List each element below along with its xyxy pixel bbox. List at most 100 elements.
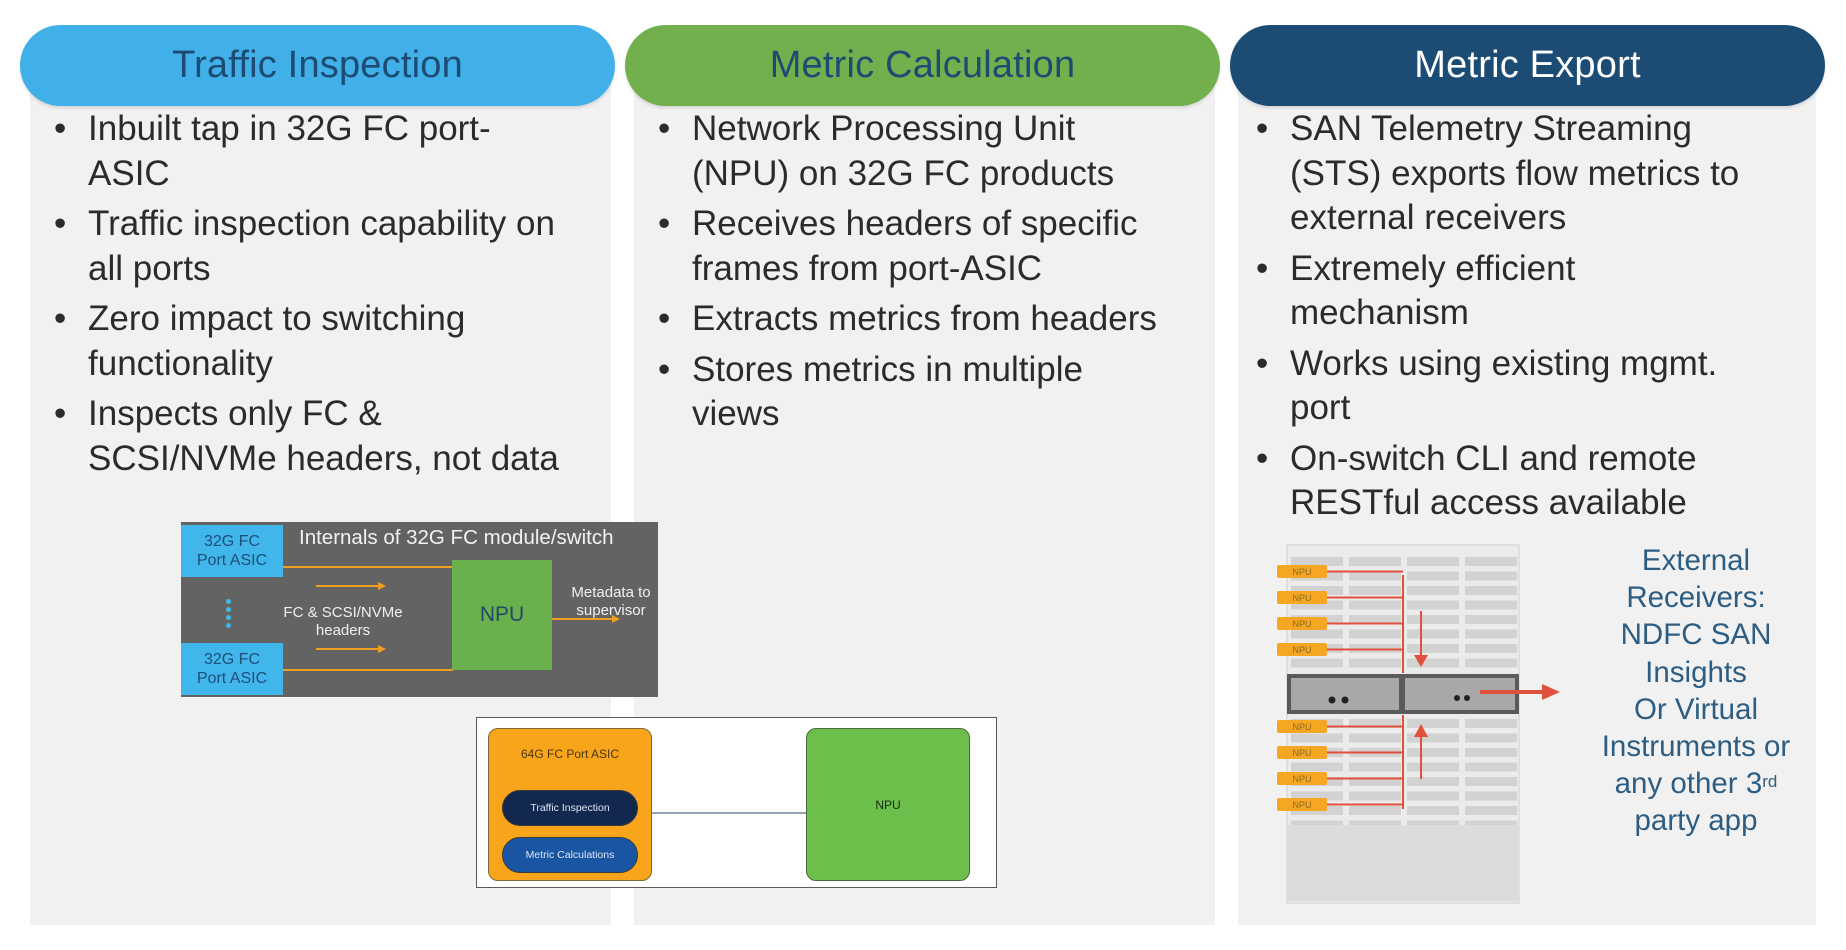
bullet-line: SCSI/NVMe headers, not data xyxy=(88,438,559,478)
headers-label: FC & SCSI/NVMe headers xyxy=(273,604,413,640)
asic-top-line-2: Port ASIC xyxy=(196,552,268,569)
npu-tag xyxy=(1277,720,1327,733)
header-arrow-bottom-icon xyxy=(316,645,386,653)
port-block xyxy=(1465,791,1517,801)
port-block xyxy=(1407,571,1459,581)
ext-line: Receivers: xyxy=(1626,581,1766,615)
port-led xyxy=(1328,696,1336,704)
npu-block: NPU xyxy=(452,560,552,670)
port-block xyxy=(1349,557,1401,566)
bullet-line: (STS) exports flow metrics to xyxy=(1290,153,1740,193)
ext-line: party app xyxy=(1634,804,1758,838)
port-led xyxy=(1341,696,1349,704)
up-arrow-icon xyxy=(1414,724,1428,737)
npu-tag-label: NPU xyxy=(1292,722,1311,732)
bullet-item: •Network Processing Unit(NPU) on 32G FC … xyxy=(634,107,1224,196)
port-block xyxy=(1465,762,1517,772)
ext-line: Instruments or xyxy=(1601,730,1791,764)
bullet-dot-icon: • xyxy=(54,204,67,243)
port-asic-64g-title: 64G FC Port ASIC xyxy=(520,747,620,761)
bullet-dot-icon: • xyxy=(658,109,671,148)
bullet-line: all ports xyxy=(88,248,211,288)
metric-calculations-oval: Metric Calculations xyxy=(502,837,638,873)
bullet-dot-icon: • xyxy=(54,394,67,433)
headers-label-line-1: FC & SCSI/NVMe xyxy=(283,604,403,621)
bullet-line: Zero impact to switching xyxy=(88,299,466,338)
bullet-line: functionality xyxy=(88,343,273,383)
bullet-dot-icon: • xyxy=(658,349,671,389)
bullet-dot-icon: • xyxy=(658,299,671,338)
external-receivers-text: External Receivers: NDFC SAN Insights Or… xyxy=(1578,542,1814,840)
npu-tag xyxy=(1277,798,1327,811)
bullet-item: •Inbuilt tap in 32G FC port-ASIC xyxy=(30,107,615,196)
ext-line: Insights xyxy=(1645,655,1747,689)
bullet-line: (NPU) on 32G FC products xyxy=(692,153,1115,193)
npu-tag xyxy=(1277,565,1327,578)
port-block xyxy=(1465,615,1517,624)
asic-bottom-link xyxy=(283,669,453,671)
port-block xyxy=(1349,600,1401,610)
port-block xyxy=(1407,748,1459,757)
npu-tag-label: NPU xyxy=(1292,748,1311,758)
npu-block-64g: NPU xyxy=(806,728,970,881)
port-block xyxy=(1407,615,1459,624)
bullet-line: ASIC xyxy=(88,153,170,193)
bullet-item: •Extracts metrics from headers xyxy=(634,297,1224,342)
asic-bottom-line-1: 32G FC xyxy=(203,651,260,668)
bullet-line: Extremely efficient xyxy=(1290,248,1576,288)
port-block xyxy=(1465,777,1517,786)
bullet-line: Stores metrics in multiple xyxy=(692,349,1083,389)
traffic-inspection-bullets: •Inbuilt tap in 32G FC port-ASIC • Traffic… xyxy=(30,107,615,487)
ext-line-prefix: any other 3 xyxy=(1614,767,1763,801)
ext-line: External xyxy=(1641,544,1751,577)
port-block xyxy=(1291,791,1343,801)
port-block xyxy=(1349,762,1401,772)
npu-tag xyxy=(1277,643,1327,656)
metadata-label-line-1: Metadata to xyxy=(571,584,651,601)
port-block xyxy=(1291,629,1343,639)
port-block xyxy=(1349,733,1401,743)
npu-tag xyxy=(1277,591,1327,604)
port-block xyxy=(1291,733,1343,743)
npu-tag xyxy=(1277,746,1327,759)
npu-tag xyxy=(1277,617,1327,630)
port-block xyxy=(1291,600,1343,610)
bullet-dot-icon: • xyxy=(54,299,67,338)
bullet-item: •SAN Telemetry Streaming(STS) exports fl… xyxy=(1232,107,1822,241)
port-block xyxy=(1349,791,1401,801)
port-block xyxy=(1291,658,1343,668)
port-block xyxy=(1465,629,1517,639)
port-block xyxy=(1349,629,1401,639)
port-block xyxy=(1465,557,1517,566)
port-led xyxy=(1464,695,1470,701)
bullet-dot-icon: • xyxy=(658,204,671,243)
port-block xyxy=(1407,586,1459,595)
port-block xyxy=(1465,748,1517,757)
port-block xyxy=(1465,586,1517,595)
bullet-line: SAN Telemetry Streaming xyxy=(1290,109,1693,148)
npu-tag-label: NPU xyxy=(1292,800,1311,810)
ext-line: Or Virtual xyxy=(1633,692,1759,726)
bullet-line: Traffic inspection capability on xyxy=(88,204,555,243)
npu-tag-label: NPU xyxy=(1292,619,1311,629)
port-block xyxy=(1407,557,1459,566)
port-block xyxy=(1407,719,1459,728)
bullet-dot-icon: • xyxy=(1256,438,1269,478)
port-block xyxy=(1291,762,1343,772)
bullet-item: •Inspects only FC &SCSI/NVMe headers, no… xyxy=(30,392,615,481)
bullet-line: mechanism xyxy=(1290,293,1469,332)
bullet-line: RESTful access available xyxy=(1290,483,1687,522)
port-block xyxy=(1407,791,1459,801)
npu-tag xyxy=(1277,772,1327,785)
npu-tag-label: NPU xyxy=(1292,593,1311,603)
port-block xyxy=(1349,586,1401,595)
bullet-line: Works using existing mgmt. xyxy=(1290,343,1718,383)
npu-tag-label: NPU xyxy=(1292,645,1311,655)
traffic-inspection-oval: Traffic Inspection xyxy=(502,790,638,826)
